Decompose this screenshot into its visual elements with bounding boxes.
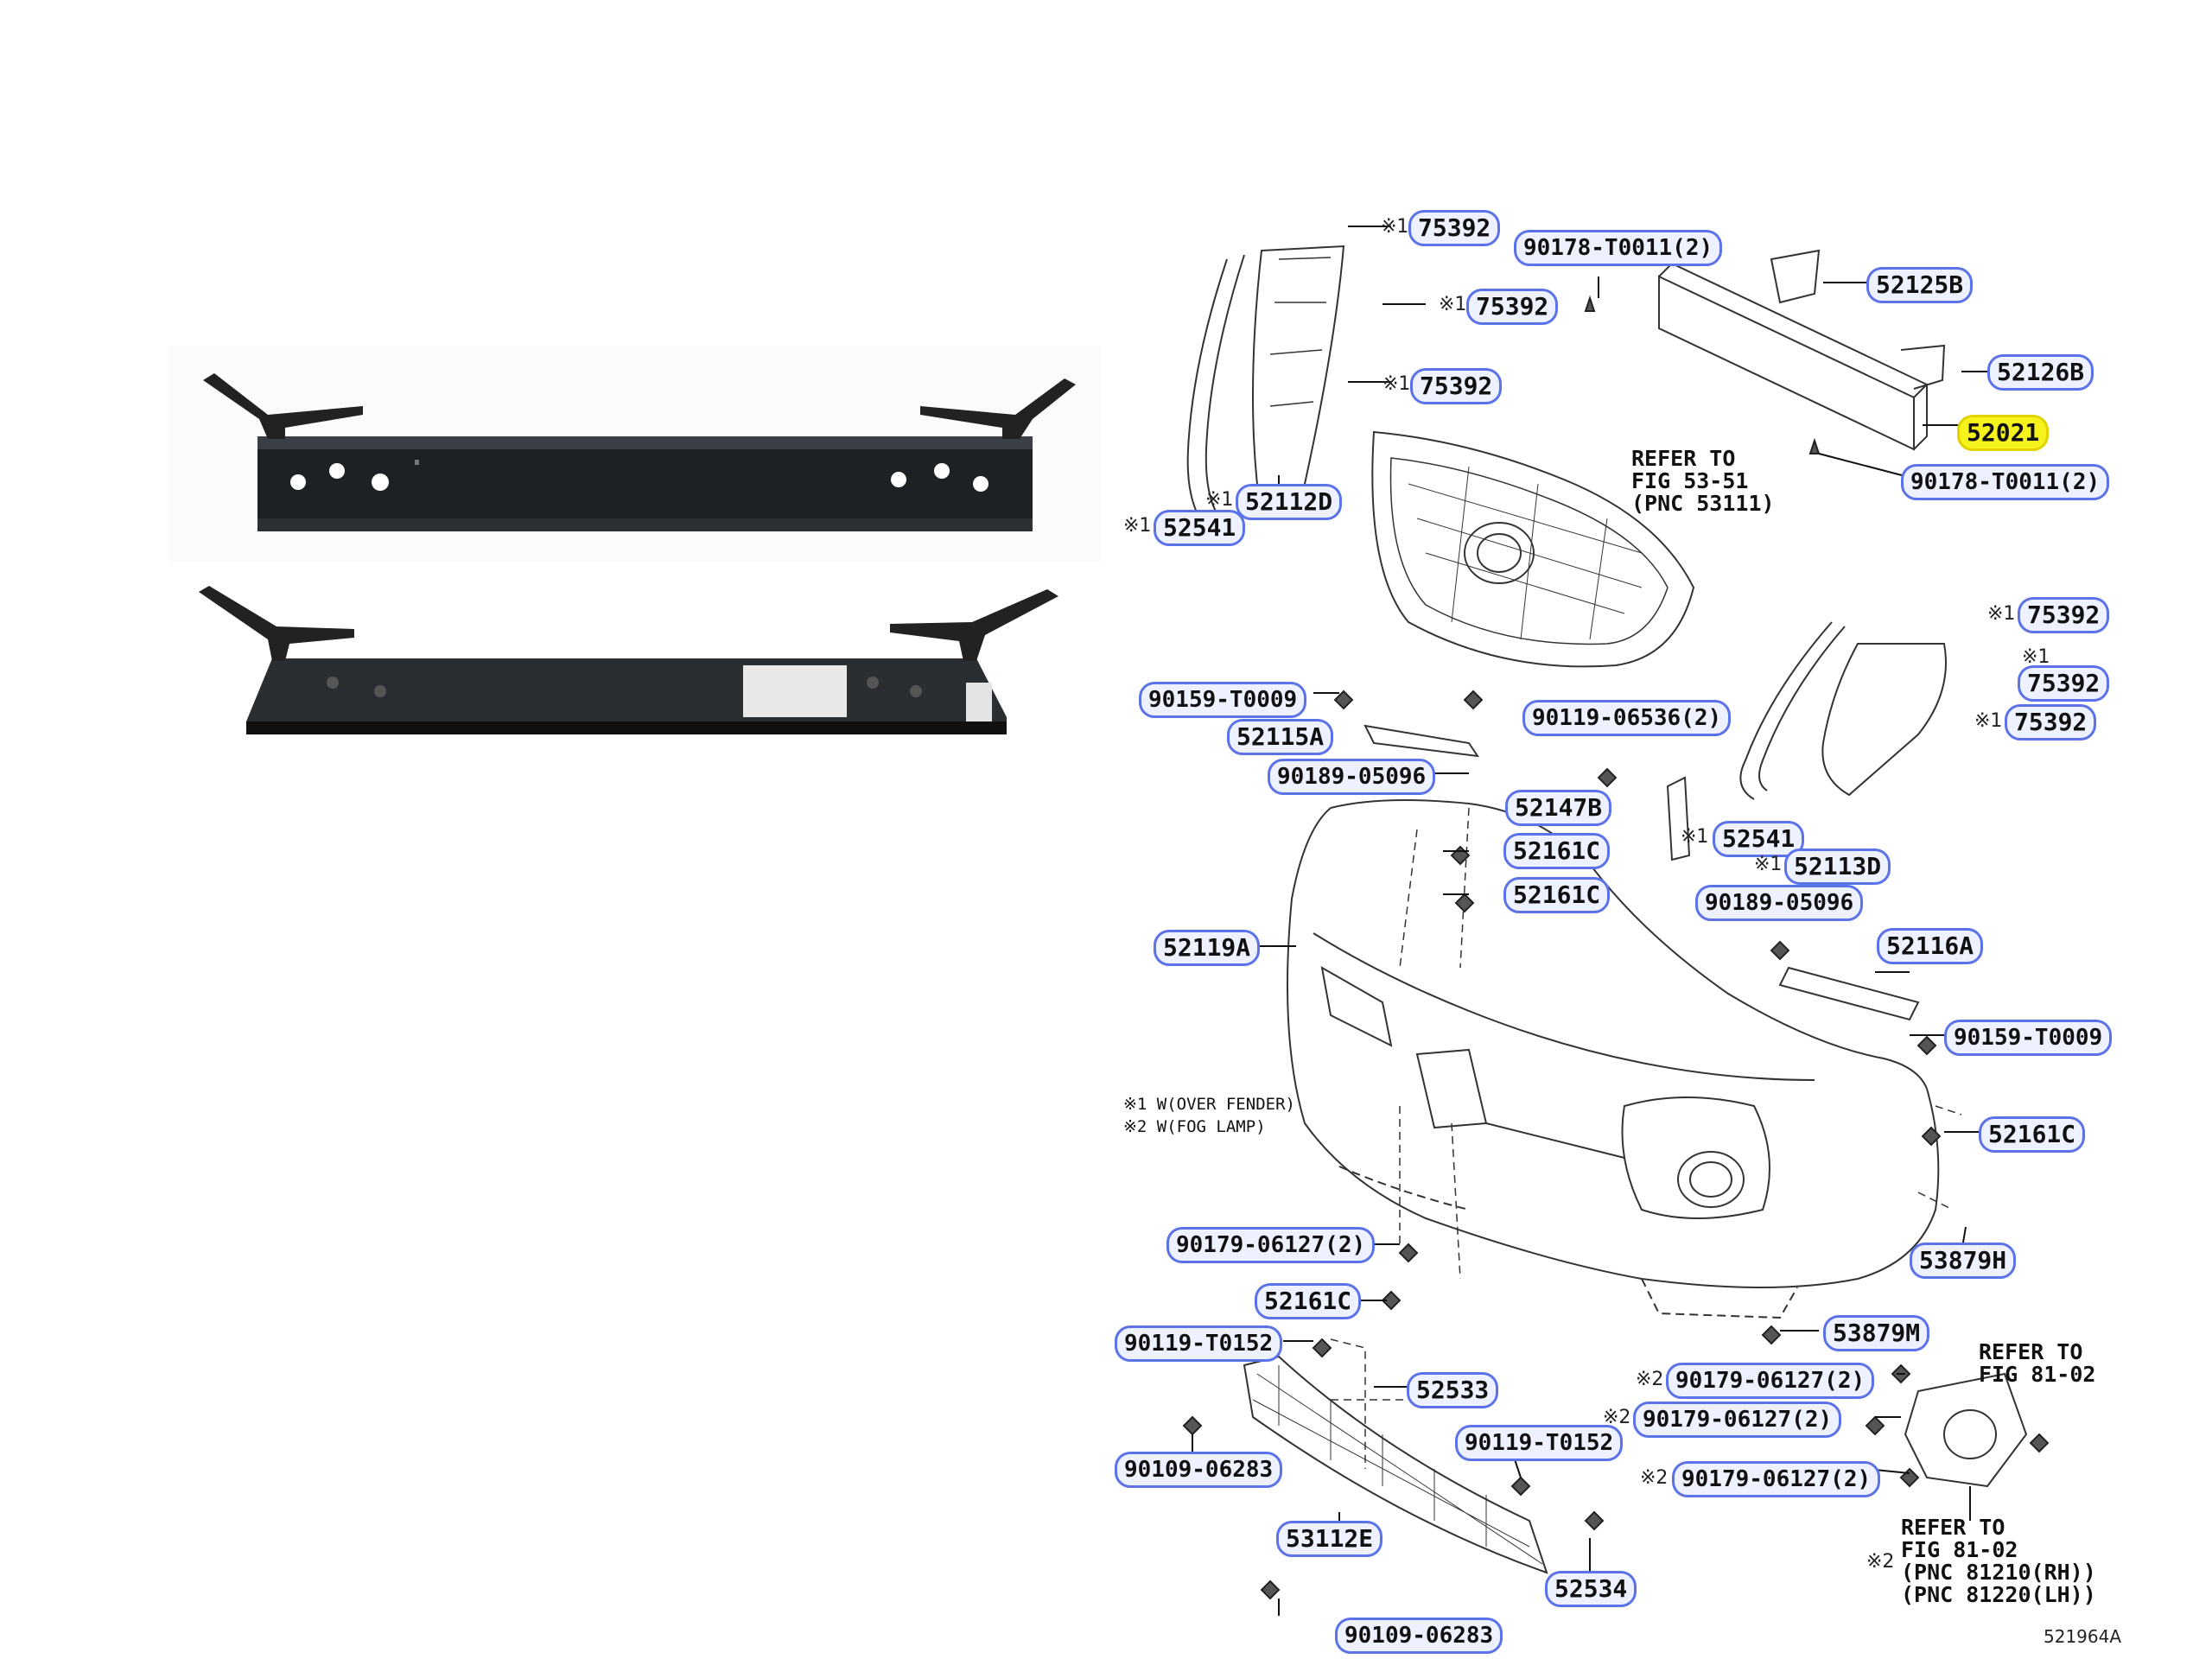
part-label-75392-b[interactable]: 75392 xyxy=(1466,289,1559,325)
part-label-52112d[interactable]: 52112D xyxy=(1236,484,1343,520)
note-marker: ※2 xyxy=(1866,1551,1895,1573)
note-marker: ※2 xyxy=(1603,1407,1631,1428)
note-marker: ※1 xyxy=(1974,710,2003,732)
part-label-52119a[interactable]: 52119A xyxy=(1154,930,1261,966)
note-marker: ※1 xyxy=(1205,489,1234,511)
part-label-75392-e[interactable]: 75392 xyxy=(2018,665,2110,702)
part-label-90179-06127-b[interactable]: 90179-06127(2) xyxy=(1666,1363,1875,1399)
part-label-52126b[interactable]: 52126B xyxy=(1987,354,2094,391)
part-label-52113d[interactable]: 52113D xyxy=(1784,849,1891,885)
part-label-75392-f[interactable]: 75392 xyxy=(2005,704,2097,741)
part-label-52533[interactable]: 52533 xyxy=(1407,1372,1499,1408)
part-label-52125b[interactable]: 52125B xyxy=(1866,267,1974,303)
note-marker: ※1 xyxy=(1681,826,1709,848)
part-label-52021-highlighted[interactable]: 52021 xyxy=(1957,415,2050,451)
legend-note: ※1 W(OVER FENDER) ※2 W(FOG LAMP) xyxy=(1123,1093,1295,1138)
refer-fog-line: FIG 81-02 xyxy=(1901,1537,2018,1562)
part-label-90159-t0009-left[interactable]: 90159-T0009 xyxy=(1139,682,1307,718)
refer-fog-line: REFER TO xyxy=(1901,1515,2005,1540)
part-label-53879m[interactable]: 53879M xyxy=(1823,1315,1930,1351)
note-marker: ※1 xyxy=(1123,515,1152,537)
note-marker: ※1 xyxy=(1382,373,1411,395)
note-marker: ※1 xyxy=(1439,294,1467,315)
refer-grille-line: REFER TO xyxy=(1631,446,1736,471)
part-label-75392-d[interactable]: 75392 xyxy=(2018,597,2110,633)
part-label-75392-c[interactable]: 75392 xyxy=(1410,368,1503,404)
part-label-90119-t0152-left[interactable]: 90119-T0152 xyxy=(1115,1325,1283,1362)
part-label-52161c-d[interactable]: 52161C xyxy=(1255,1283,1362,1319)
part-label-90179-06127-d[interactable]: 90179-06127(2) xyxy=(1672,1461,1881,1497)
note-marker: ※1 xyxy=(1381,216,1409,238)
note-marker: ※2 xyxy=(1636,1369,1664,1390)
part-label-90189-05096-right[interactable]: 90189-05096 xyxy=(1695,885,1864,921)
part-label-90178-t0011-upper[interactable]: 90178-T0011(2) xyxy=(1514,230,1723,266)
part-label-52161c-c[interactable]: 52161C xyxy=(1979,1116,2086,1153)
note-marker: ※1 xyxy=(1754,854,1783,875)
note-marker: ※1 xyxy=(1987,603,2016,625)
part-label-52115a[interactable]: 52115A xyxy=(1227,719,1334,755)
refer-fog-line: (PNC 81210(RH)) xyxy=(1901,1560,2096,1585)
part-label-53112e[interactable]: 53112E xyxy=(1276,1521,1383,1557)
figure-number: 521964A xyxy=(2044,1626,2122,1647)
part-label-90179-06127-a[interactable]: 90179-06127(2) xyxy=(1166,1227,1376,1263)
part-label-90178-t0011-lower[interactable]: 90178-T0011(2) xyxy=(1901,464,2110,500)
part-label-52534[interactable]: 52534 xyxy=(1545,1571,1637,1607)
refer-fog-line: REFER TO xyxy=(1979,1339,2083,1364)
part-label-90159-t0009-right[interactable]: 90159-T0009 xyxy=(1944,1020,2113,1056)
part-label-90119-06536[interactable]: 90119-06536(2) xyxy=(1522,700,1732,736)
part-label-90109-06283-bottom[interactable]: 90109-06283 xyxy=(1335,1618,1503,1654)
legend-line: ※2 W(FOG LAMP) xyxy=(1123,1117,1266,1136)
refer-fog-line: FIG 81-02 xyxy=(1979,1362,2096,1387)
part-label-52147b[interactable]: 52147B xyxy=(1505,790,1612,826)
part-label-52161c-a[interactable]: 52161C xyxy=(1503,833,1611,869)
part-label-52541-left[interactable]: 52541 xyxy=(1154,510,1246,546)
part-label-90179-06127-c[interactable]: 90179-06127(2) xyxy=(1633,1402,1842,1438)
part-label-52161c-b[interactable]: 52161C xyxy=(1503,877,1611,913)
refer-fog-line: (PNC 81220(LH)) xyxy=(1901,1582,2096,1607)
part-label-52116a[interactable]: 52116A xyxy=(1877,928,1984,964)
part-label-90119-t0152-right[interactable]: 90119-T0152 xyxy=(1455,1425,1624,1461)
part-label-75392-a[interactable]: 75392 xyxy=(1408,210,1501,246)
part-label-53879h[interactable]: 53879H xyxy=(1910,1243,2017,1279)
part-label-52541-right[interactable]: 52541 xyxy=(1713,821,1805,857)
note-marker: ※1 xyxy=(2022,646,2050,668)
refer-grille-line: (PNC 53111) xyxy=(1631,491,1775,516)
note-marker: ※2 xyxy=(1640,1467,1669,1489)
part-label-90189-05096-left[interactable]: 90189-05096 xyxy=(1268,759,1436,795)
refer-grille-line: FIG 53-51 xyxy=(1631,468,1749,493)
legend-line: ※1 W(OVER FENDER) xyxy=(1123,1095,1295,1114)
part-label-90109-06283-left[interactable]: 90109-06283 xyxy=(1115,1452,1283,1488)
